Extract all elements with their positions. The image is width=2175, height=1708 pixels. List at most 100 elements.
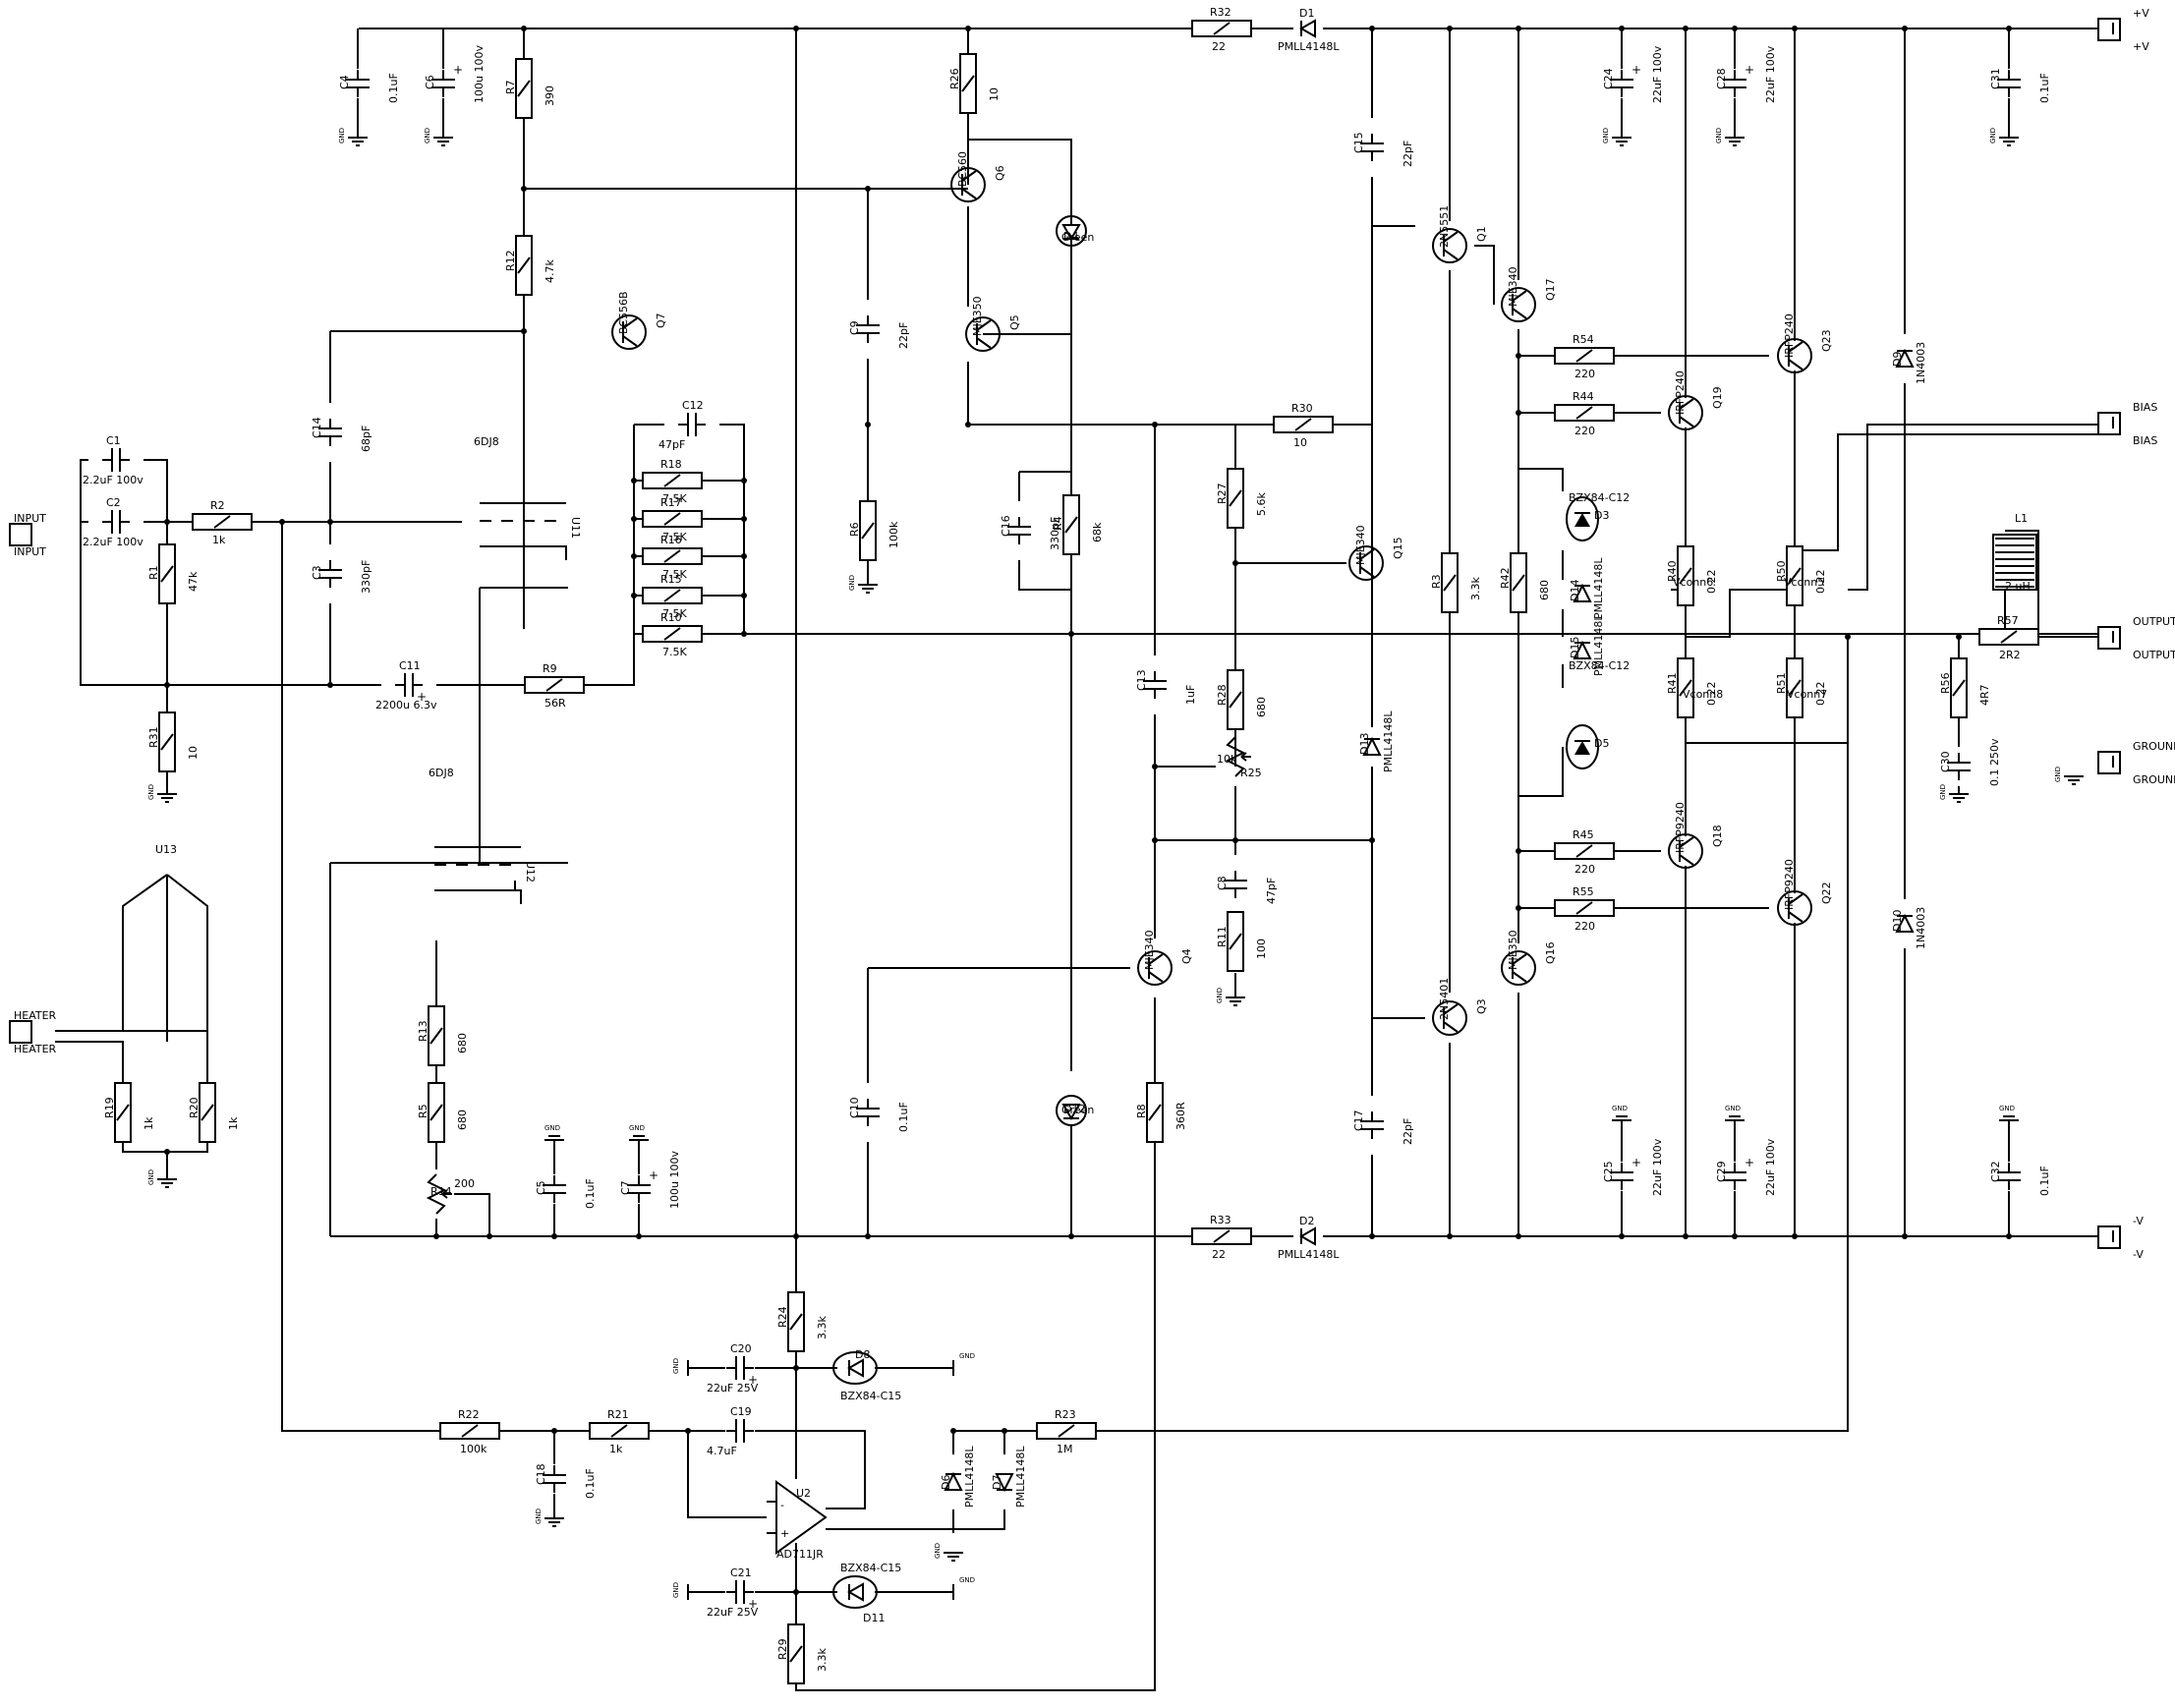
label-c3: C3 xyxy=(311,565,323,580)
label-r22: R22 xyxy=(458,1408,480,1421)
label-r55: R55 xyxy=(1573,885,1594,898)
value-c30: 0.1 250v xyxy=(1988,738,2001,786)
annotation-12: BZX84-C12 xyxy=(1569,659,1630,672)
value-c4: 0.1uF xyxy=(387,73,400,103)
label-r29: R29 xyxy=(776,1638,789,1660)
junction-63 xyxy=(793,1589,799,1595)
value-c6: 100u 100v xyxy=(473,45,486,103)
gnd-15: GND xyxy=(535,1509,564,1527)
junction-29 xyxy=(865,422,871,427)
annotation-6: AD711JR xyxy=(776,1548,824,1561)
label-q23: Q23 xyxy=(1820,329,1833,352)
connector-5: GROUNDGROUND xyxy=(2097,740,2175,786)
value-c7: 100u 100v xyxy=(668,1151,681,1209)
value-q5: MJE350 xyxy=(971,296,984,336)
junction-4 xyxy=(1447,26,1453,31)
gnd-12: GND xyxy=(1612,1105,1631,1121)
zener-1 xyxy=(1566,724,1599,769)
value-r41: 0.22 xyxy=(1705,682,1718,707)
label-c9: C9 xyxy=(848,320,861,335)
label-d2: D2 xyxy=(1299,1215,1314,1227)
label-c19: C19 xyxy=(730,1405,752,1418)
label-r4: R4 xyxy=(1052,516,1064,531)
junctions xyxy=(164,26,2012,1595)
label-r50: R50 xyxy=(1775,560,1788,582)
label-c28: C28 xyxy=(1715,68,1728,89)
label-r8: R8 xyxy=(1135,1104,1148,1118)
value-r32: 22 xyxy=(1212,40,1226,53)
label-r5: R5 xyxy=(417,1104,429,1118)
svg-text:GND: GND xyxy=(2054,767,2062,782)
value-d10: 1N4003 xyxy=(1915,907,1927,949)
value-c19: 4.7uF xyxy=(707,1445,737,1457)
junction-13 xyxy=(865,186,871,192)
label-r11: R11 xyxy=(1216,926,1229,947)
value-r18: 7.5K xyxy=(662,492,687,505)
value-r20: 1k xyxy=(227,1116,240,1130)
label-r20: R20 xyxy=(188,1097,200,1118)
junction-1 xyxy=(793,26,799,31)
gnd-16: GND xyxy=(934,1543,963,1562)
annotation-0: 6DJ8 xyxy=(474,435,499,448)
label-r56: R56 xyxy=(1939,672,1952,694)
label-r2: R2 xyxy=(210,499,225,512)
value-r50: 0.22 xyxy=(1814,570,1827,595)
junction-31 xyxy=(1152,422,1158,427)
gnd-21: GND xyxy=(2054,767,2084,785)
label-q4: Q4 xyxy=(1180,948,1193,964)
junction-58 xyxy=(551,1428,557,1434)
gnd-19: GND xyxy=(672,1582,689,1600)
junction-33 xyxy=(1232,560,1238,566)
value-r29: 3.3k xyxy=(816,1648,829,1672)
junction-52 xyxy=(1619,1233,1625,1239)
junction-42 xyxy=(1845,634,1851,640)
svg-text:+: + xyxy=(748,1597,758,1611)
svg-text:-: - xyxy=(780,1499,784,1511)
gnd-3: GND xyxy=(1715,128,1745,146)
value-q3: 2N5401 xyxy=(1438,978,1451,1020)
value-d14: PMLL4148L xyxy=(1592,557,1605,619)
value-r17: 7.5K xyxy=(662,531,687,543)
annotation-7: D8 xyxy=(855,1348,870,1361)
junction-68 xyxy=(164,1149,170,1155)
label-d9: D9 xyxy=(1891,352,1904,367)
svg-text:+: + xyxy=(1631,1156,1641,1169)
value-c25: 22uF 100v xyxy=(1651,1138,1664,1196)
junction-38 xyxy=(1516,353,1521,359)
junction-64 xyxy=(433,1233,439,1239)
junction-18 xyxy=(631,478,637,484)
svg-text:GND: GND xyxy=(424,128,431,143)
value-r54: 220 xyxy=(1574,368,1595,380)
zener-3 xyxy=(832,1575,878,1609)
label-r32: R32 xyxy=(1210,6,1231,19)
junction-5 xyxy=(1516,26,1521,31)
junction-9 xyxy=(1792,26,1798,31)
component-r20: R20 1k xyxy=(188,1082,240,1143)
gnd-9: GND xyxy=(1939,784,1969,803)
label-r15: R15 xyxy=(660,573,682,586)
value-c14: 68pF xyxy=(360,426,372,452)
label-c17: C17 xyxy=(1352,1110,1365,1131)
component-r50: R50 0.22 xyxy=(1775,545,1827,606)
label-r1: R1 xyxy=(147,565,160,580)
junction-15 xyxy=(327,519,333,525)
value-r42: 680 xyxy=(1538,580,1551,600)
svg-text:GND: GND xyxy=(1715,128,1723,143)
value-r19: 1k xyxy=(143,1116,155,1130)
